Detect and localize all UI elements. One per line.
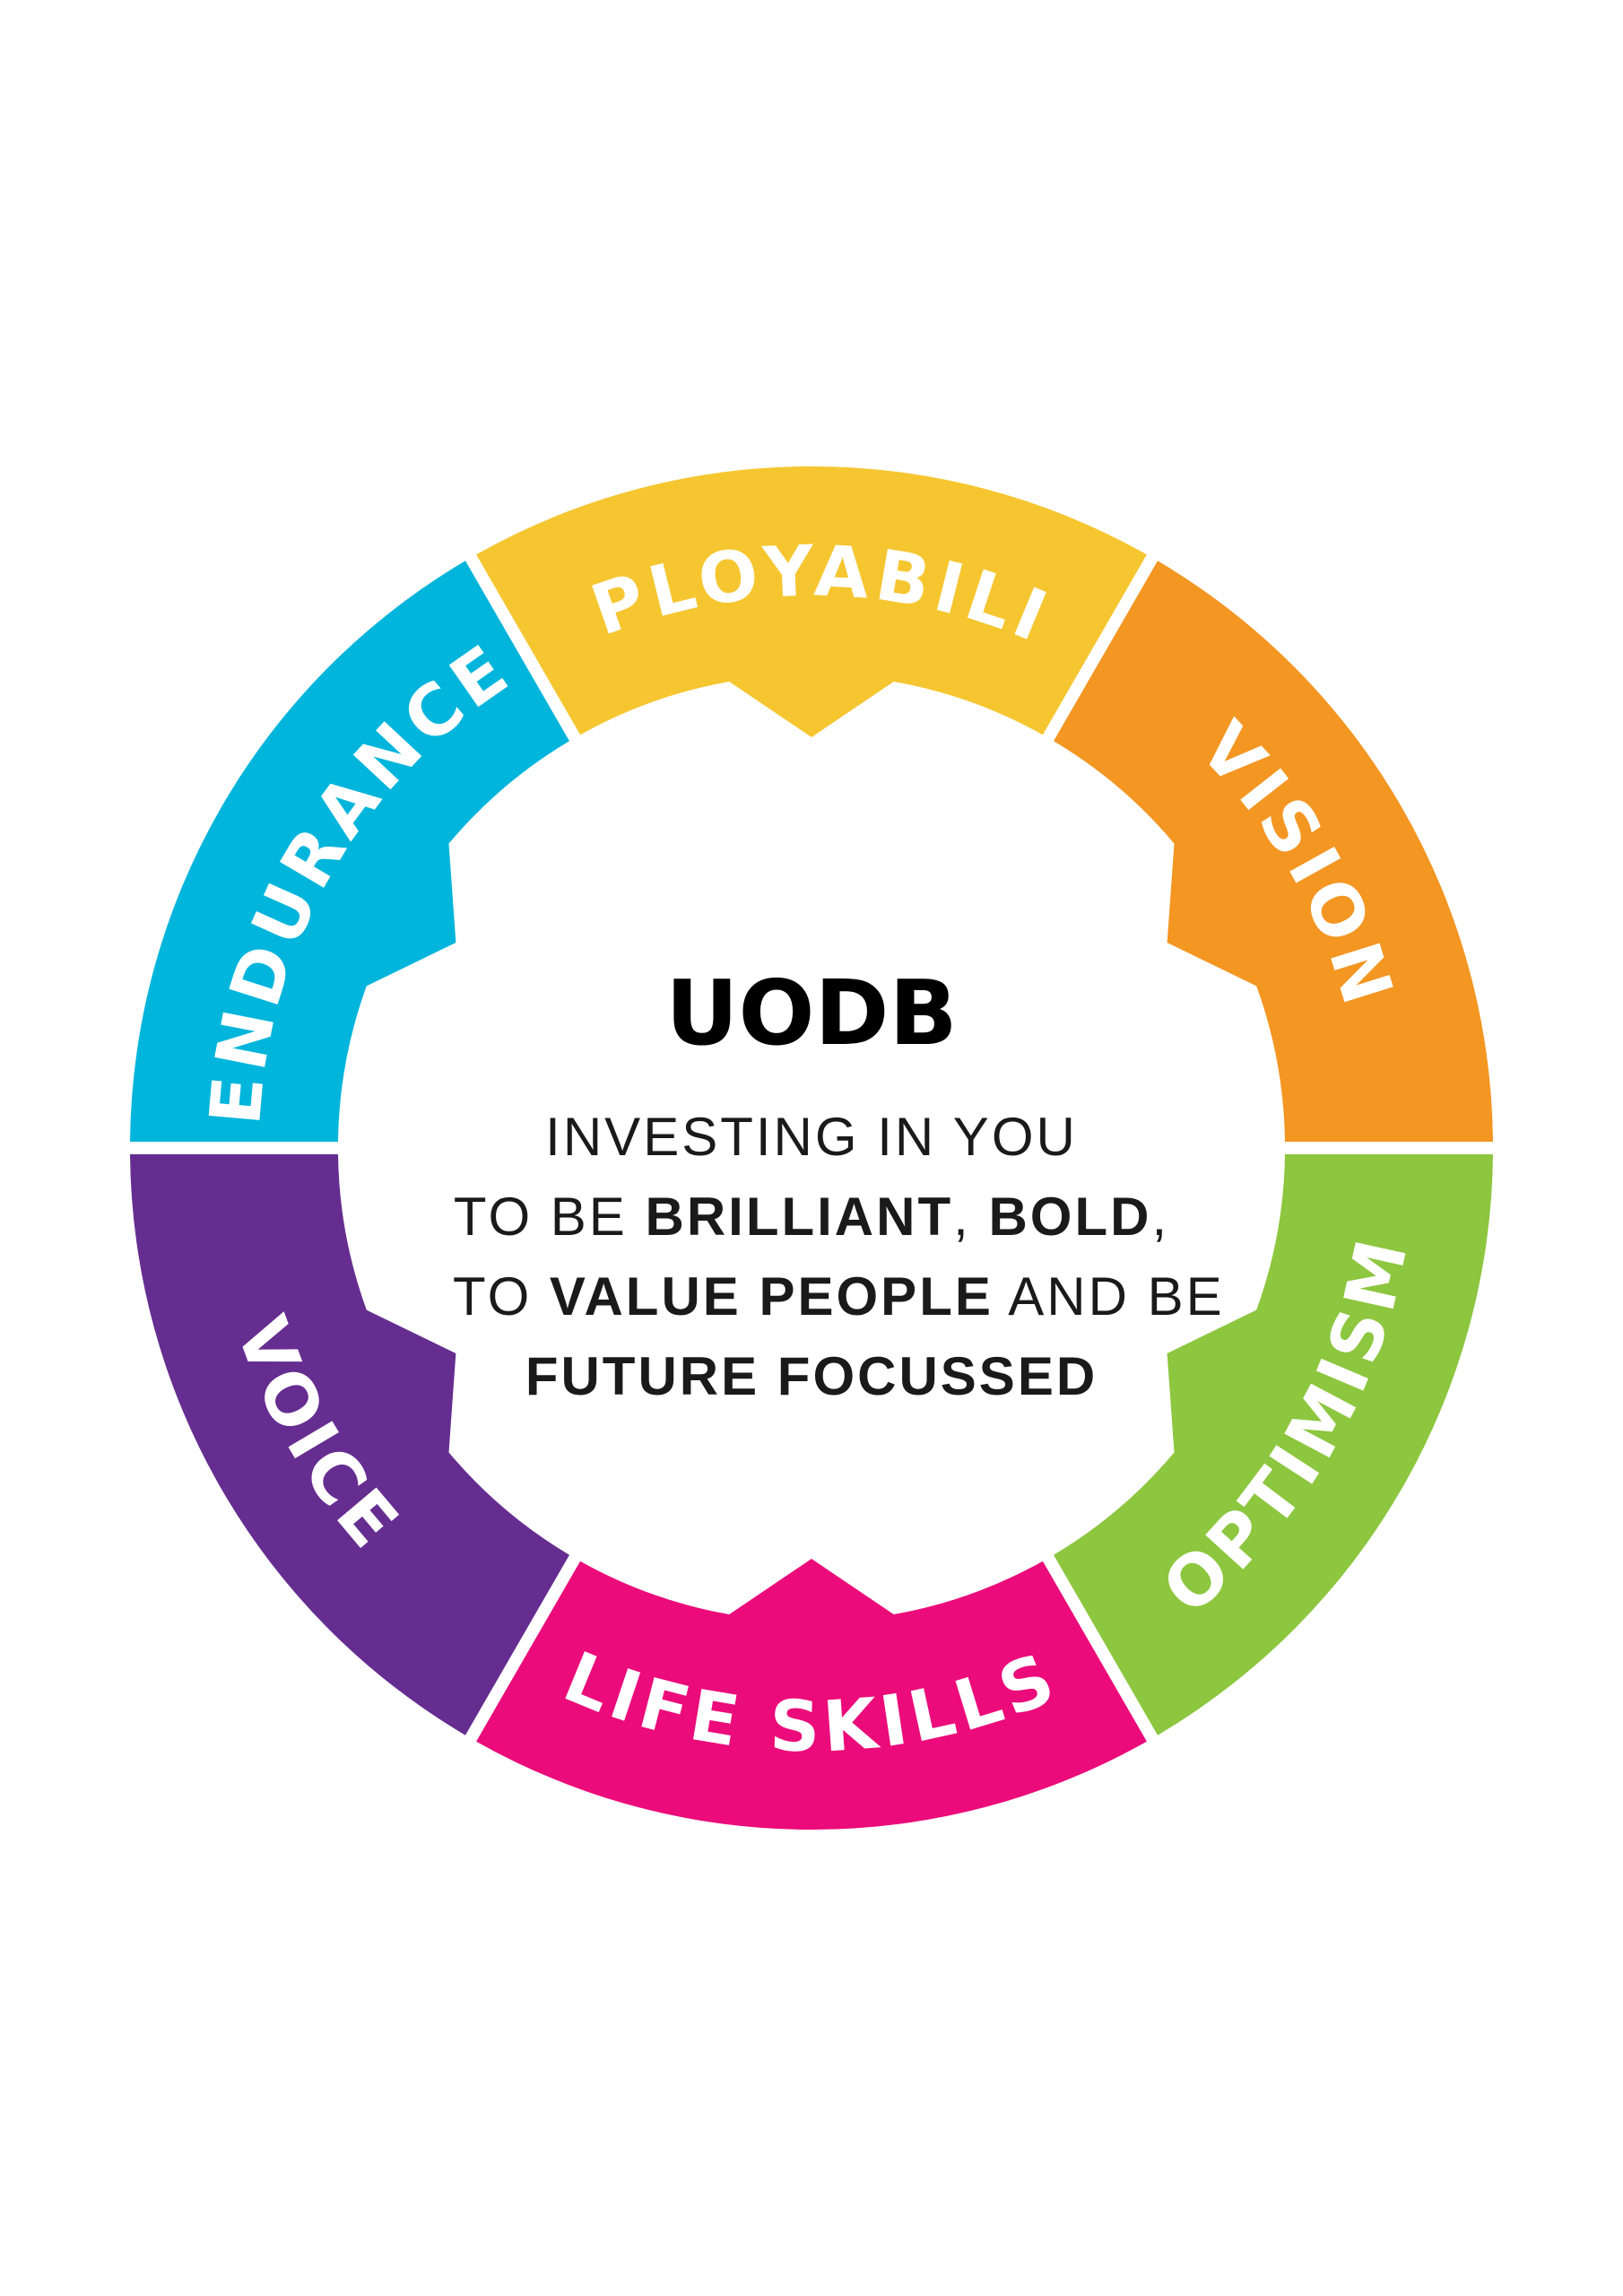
- tagline-line: TO BE BRILLIANT, BOLD,: [453, 1177, 1170, 1257]
- center-statement: UODB INVESTING IN YOU TO BE BRILLIANT, BO…: [453, 961, 1222, 1416]
- segment-optimism: [1054, 1154, 1493, 1735]
- center-title: UODB: [665, 961, 958, 1065]
- segment-endurance: [130, 561, 569, 1142]
- tagline-emphasis: VALUE PEOPLE: [549, 1266, 994, 1326]
- tagline-text: TO: [453, 1266, 550, 1326]
- tagline-text: AND BE: [993, 1266, 1225, 1326]
- tagline-text: ,: [1151, 1187, 1170, 1247]
- segment-vision: [1054, 561, 1493, 1142]
- segment-employability: [476, 465, 1147, 737]
- tagline-emphasis: FUTURE FOCUSSED: [525, 1346, 1098, 1406]
- segment-life-skills: [476, 1559, 1147, 1831]
- tagline-line: INVESTING IN YOU: [453, 1097, 1170, 1177]
- tagline-text: ,: [953, 1187, 989, 1247]
- segment-voice: [130, 1154, 569, 1735]
- tagline-text: TO BE: [453, 1187, 646, 1247]
- tagline-emphasis: BOLD: [988, 1187, 1152, 1247]
- tagline-text: INVESTING IN YOU: [545, 1107, 1078, 1167]
- tagline-emphasis: BRILLIANT: [645, 1187, 954, 1247]
- tagline-line: TO VALUE PEOPLE AND BE: [453, 1257, 1222, 1336]
- tagline-line: FUTURE FOCUSSED: [453, 1336, 1170, 1416]
